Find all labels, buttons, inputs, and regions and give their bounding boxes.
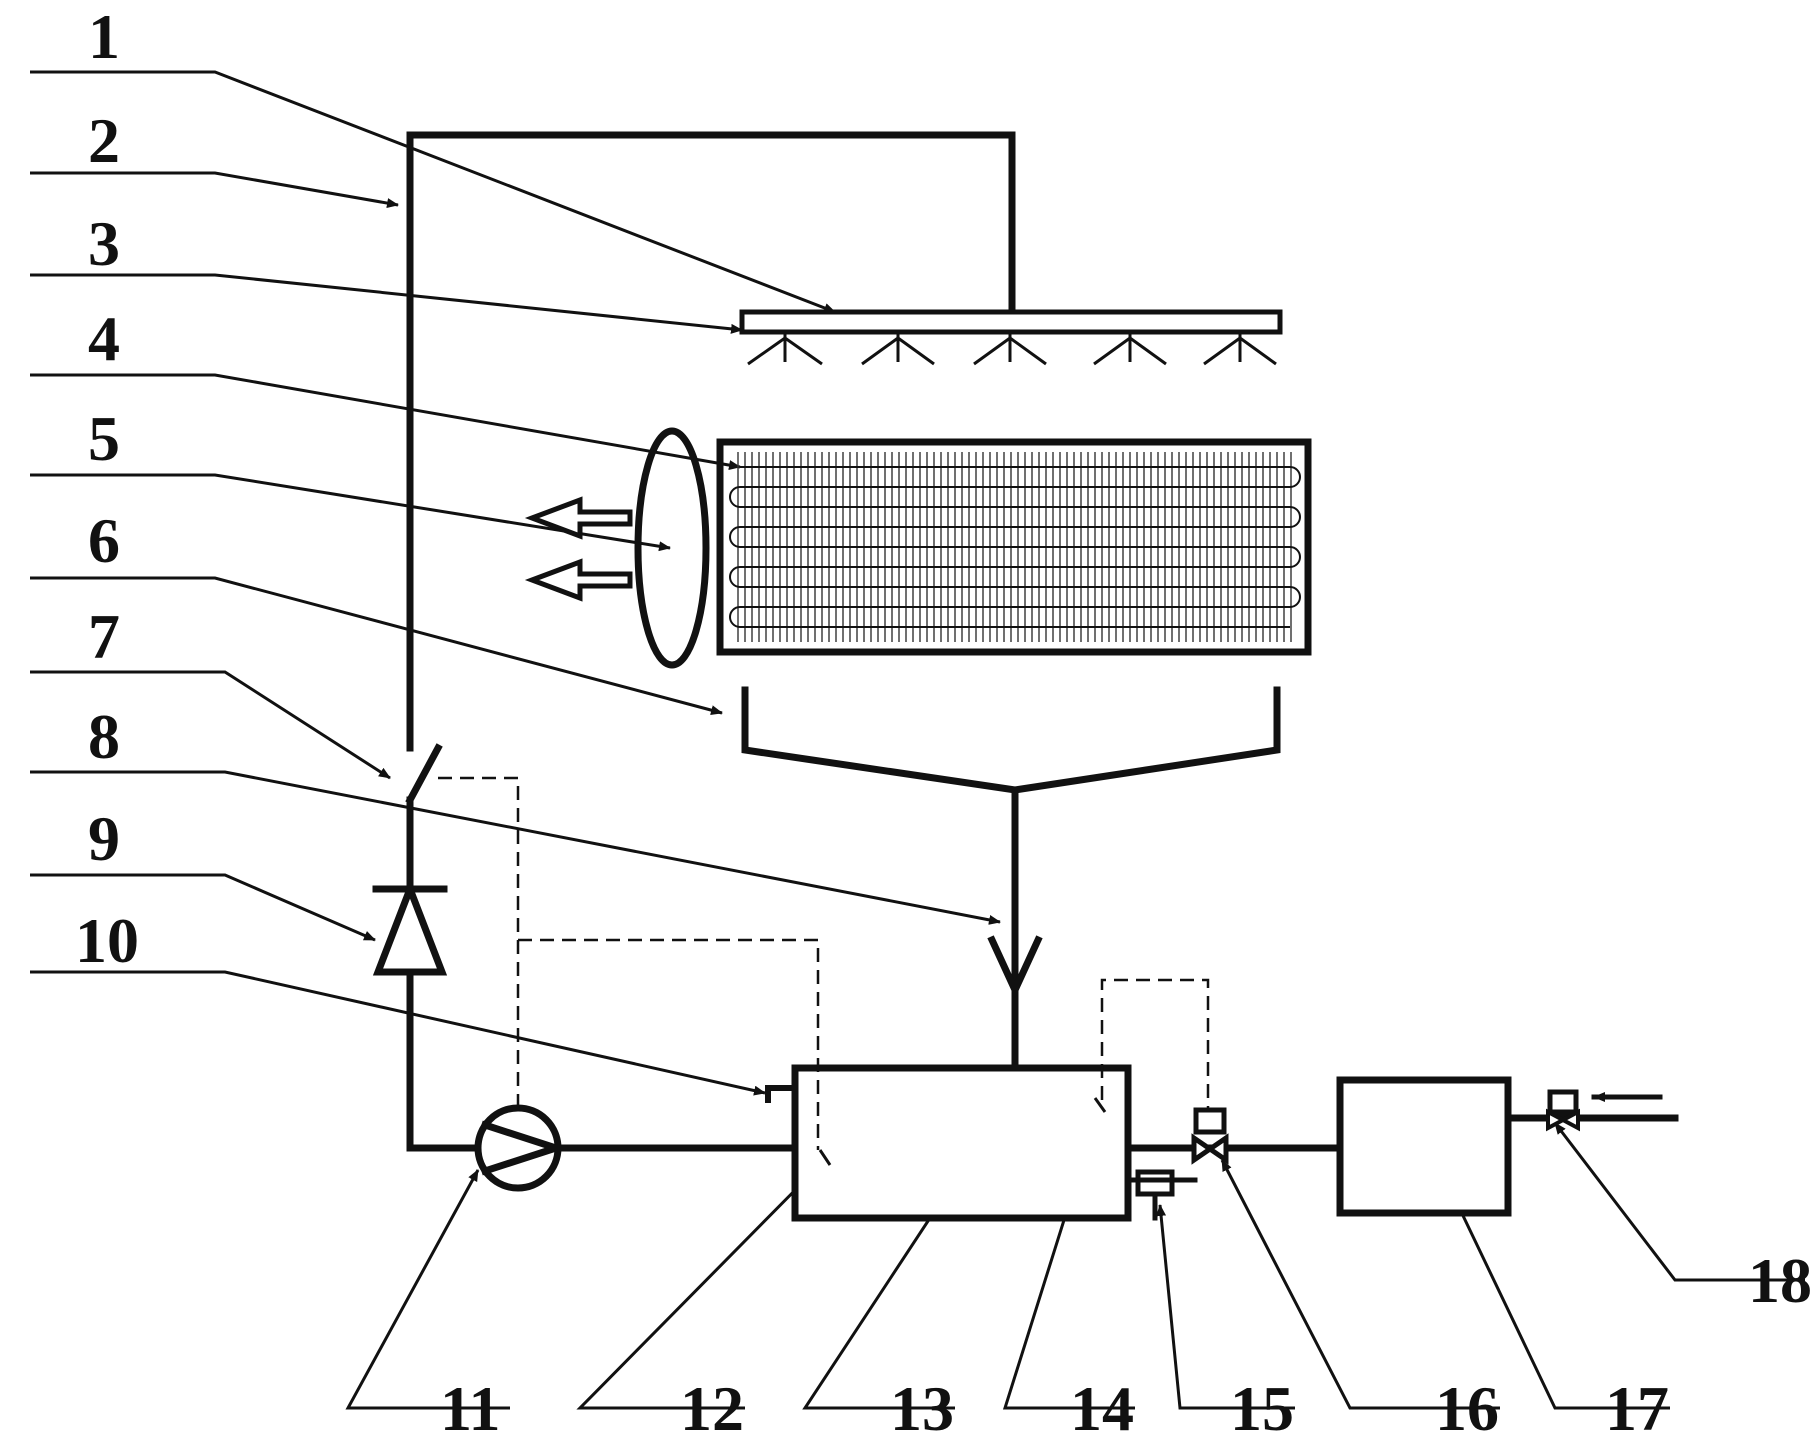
coil-bend [729,526,741,548]
leader-6 [30,576,723,716]
leader-1 [30,70,836,314]
float-switch-high [1093,1097,1107,1113]
leader-8 [30,770,1001,925]
label-6: 6 [88,505,120,576]
leader-2 [30,171,399,209]
control-line-valve [1100,978,1210,1108]
leader-16 [1220,1159,1500,1410]
coil-bend [729,486,741,508]
coil-bend [729,606,741,628]
pump [406,1104,799,1192]
label-2: 2 [88,105,120,176]
leader-12 [576,1168,817,1410]
storage-tank [1336,1076,1512,1217]
label-7: 7 [88,601,120,672]
control-line-pump [438,776,520,1108]
leader-10 [30,970,766,1096]
switch [405,743,443,889]
level-sensor [765,1085,798,1103]
drain-arrow [987,935,1043,999]
label-1: 1 [88,1,120,72]
coil-bend [1289,506,1301,528]
bottom-callouts: 11 12 13 14 15 16 17 18 [345,1114,1812,1444]
coil-bend [1289,466,1301,488]
leader-18 [1553,1122,1805,1282]
float-switch-low [818,1149,832,1166]
leader-4 [30,373,741,471]
control-line-switch [518,938,820,1150]
spray-bar [739,309,1283,366]
leader-3 [30,273,743,334]
leader-15 [1156,1204,1295,1410]
leader-7 [30,670,391,780]
left-callouts: 1 2 3 4 5 6 7 8 9 10 [30,1,1001,1096]
leader-17 [1443,1177,1670,1410]
coil-bend [729,566,741,588]
spray-nozzles [747,332,1277,366]
leader-13 [802,1179,957,1410]
drain-valve [1124,1144,1344,1221]
solenoid-valve [1191,1107,1229,1165]
leader-11 [345,1169,510,1410]
heat-exchanger-coil [716,438,1312,656]
label-10: 10 [75,905,139,976]
leader-9 [30,873,376,942]
coil-bend [1289,586,1301,608]
leader-5 [30,473,671,552]
inlet-valve [1504,1089,1679,1132]
label-8: 8 [88,701,120,772]
fan [634,427,710,669]
check-valve [372,879,448,1152]
label-9: 9 [88,803,120,874]
water-tank [791,1064,1132,1222]
label-5: 5 [88,403,120,474]
drip-collector [741,686,1281,1099]
coil-bend [1289,546,1301,568]
coil-tubes [729,466,1301,628]
label-3: 3 [88,208,120,279]
label-4: 4 [88,303,120,374]
airflow-arrows [524,496,633,602]
return-pipe [406,131,1016,752]
